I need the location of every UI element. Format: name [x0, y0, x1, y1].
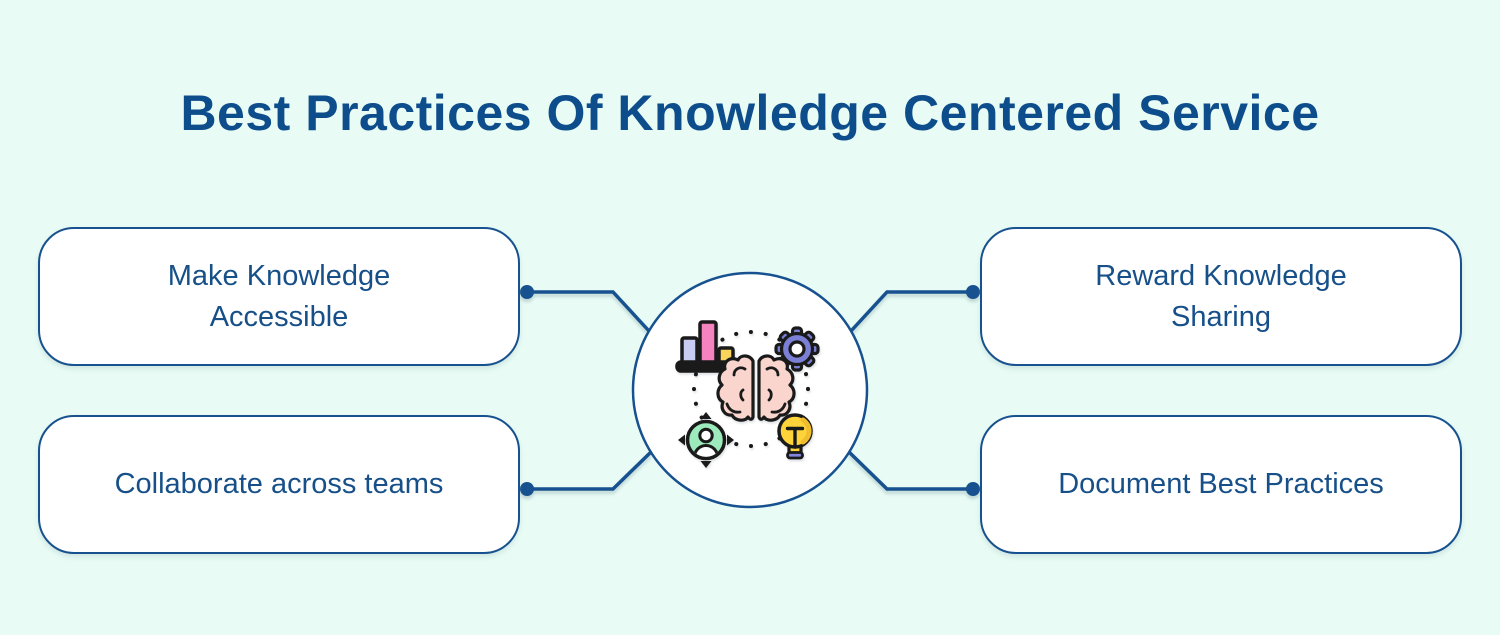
node-reward-knowledge-sharing: Reward Knowledge Sharing: [980, 227, 1462, 366]
connector-dot: [966, 482, 980, 496]
node-document-best-practices: Document Best Practices: [980, 415, 1462, 554]
gear-icon: [774, 326, 820, 372]
connector-dot: [966, 285, 980, 299]
page-title: Best Practices Of Knowledge Centered Ser…: [180, 85, 1320, 141]
connector-lines: [520, 285, 980, 496]
dotted-circle: [692, 330, 810, 448]
node-label: Reward Knowledge Sharing: [1095, 259, 1347, 333]
user-target-icon: [678, 412, 734, 468]
node-label: Collaborate across teams: [114, 468, 444, 501]
brain-icon: [716, 354, 796, 422]
node-collaborate-across-teams: Collaborate across teams: [38, 415, 520, 554]
node-make-knowledge-accessible: Make Knowledge Accessible: [38, 227, 520, 366]
node-label: Document Best Practices: [1058, 468, 1384, 501]
connector-dot: [520, 285, 534, 299]
node-label: Make Knowledge Accessible: [167, 259, 391, 333]
connector-line: [849, 290, 973, 333]
lightbulb-icon: [777, 413, 813, 460]
connector-line: [847, 450, 973, 491]
connector-line: [527, 290, 651, 333]
connector-dot: [520, 482, 534, 496]
knowledge-illustration: [675, 320, 820, 468]
connector-line: [527, 450, 653, 491]
bar-chart-icon: [675, 320, 743, 373]
